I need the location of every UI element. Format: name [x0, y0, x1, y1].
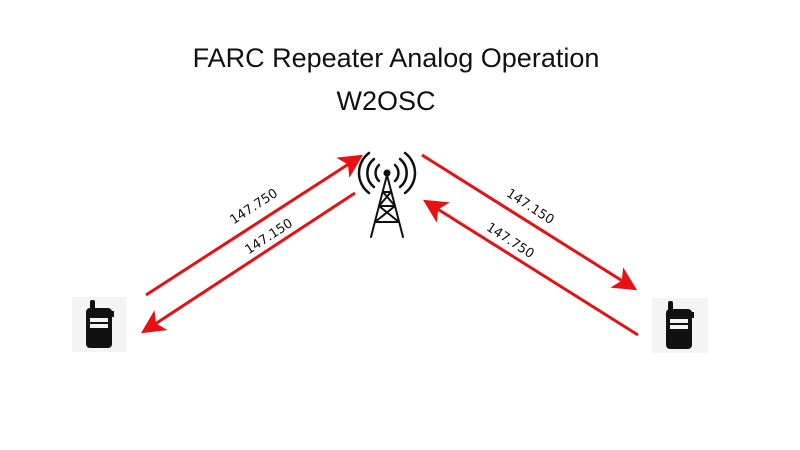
left-uplink-arrow: [145, 154, 364, 297]
right-downlink-arrow: [421, 153, 638, 291]
left-uplink-frequency: 147.750: [227, 186, 280, 228]
radio-tower-icon: [357, 151, 417, 238]
right-uplink-arrow: [422, 199, 639, 337]
diagram-title: FARC Repeater Analog Operation: [192, 43, 600, 73]
right-handheld-radio-icon: [652, 298, 708, 353]
callsign: W2OSC: [336, 86, 436, 116]
left-handheld-radio-icon: [72, 297, 127, 352]
left-downlink-arrow: [140, 191, 356, 334]
